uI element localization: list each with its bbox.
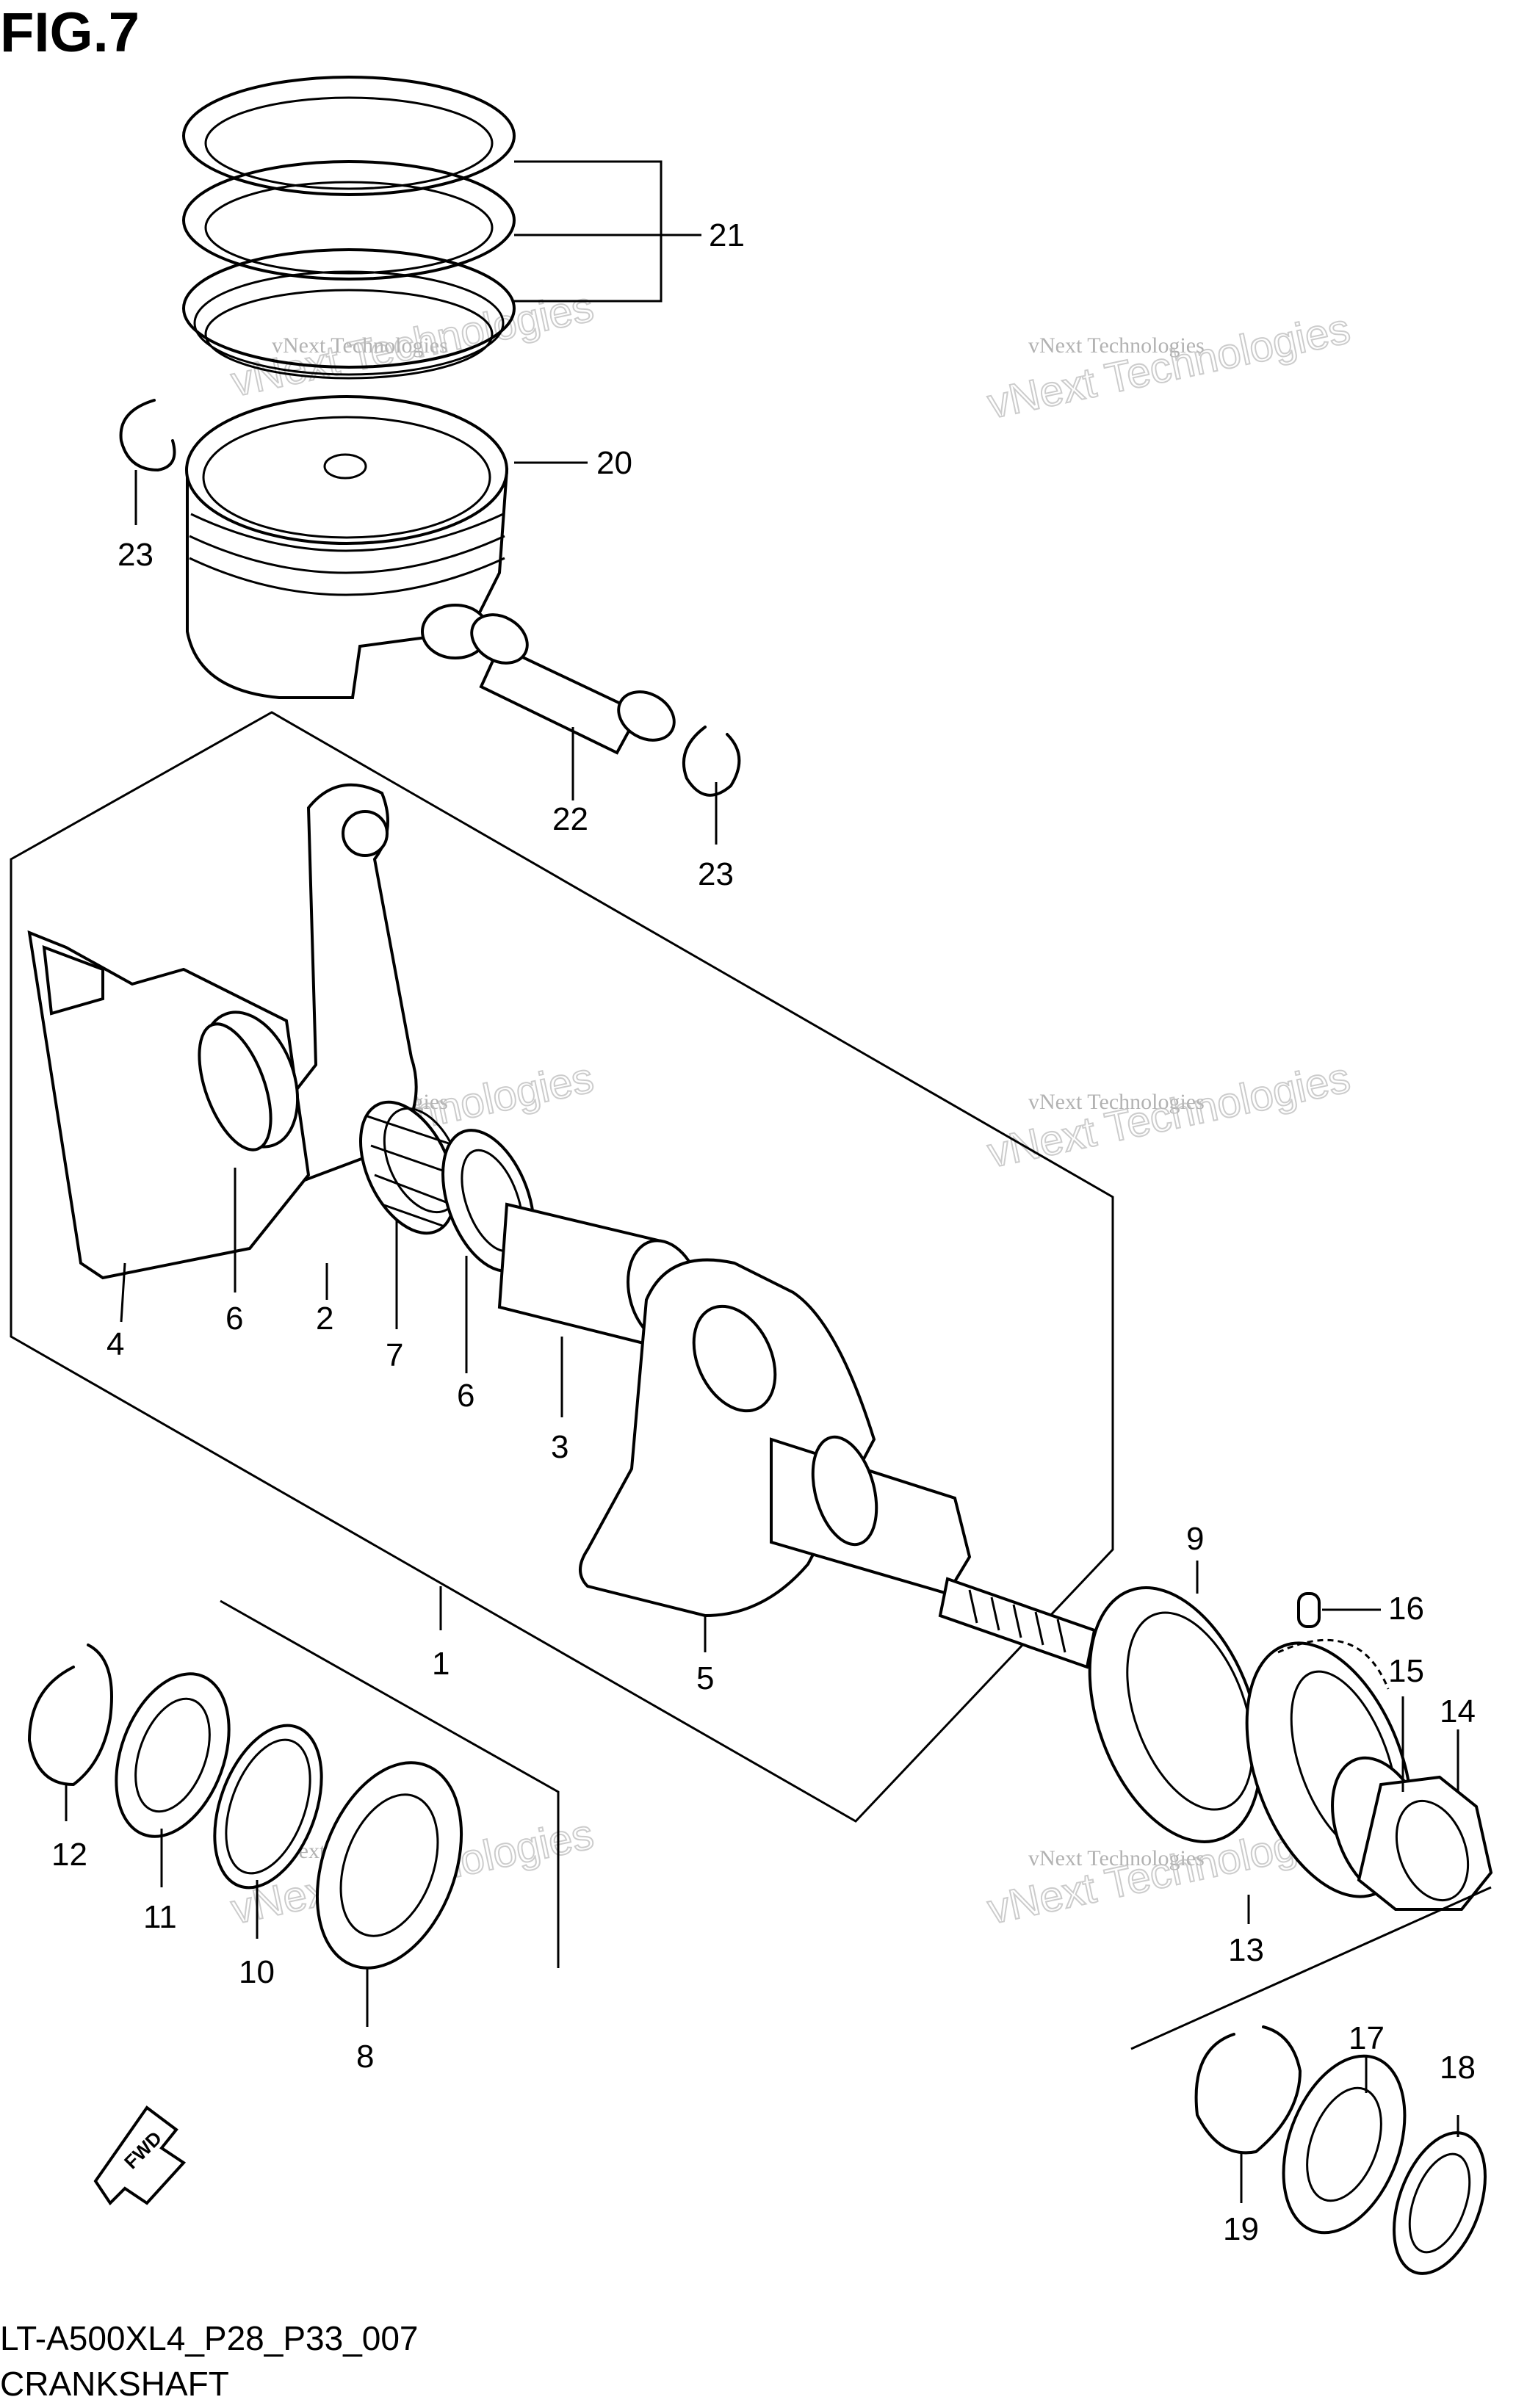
svg-text:vNext Technologies: vNext Technologies	[983, 1054, 1354, 1177]
figure-caption: CRANKSHAFT	[0, 2365, 229, 2403]
bearing-9	[1088, 1586, 1263, 1843]
watermark: vNext Technologies vNext Technologies	[983, 1053, 1354, 1178]
callout-6: 6	[225, 1301, 243, 1337]
piston-pin	[470, 613, 676, 755]
callout-22: 22	[552, 801, 588, 837]
svg-text:vNext Technologies: vNext Technologies	[1028, 333, 1205, 358]
thrust-washer-left	[198, 1022, 272, 1151]
callout-4: 4	[107, 1326, 124, 1362]
piston-rings	[182, 76, 516, 380]
callout-8: 8	[356, 2039, 374, 2075]
callout-19: 19	[1223, 2211, 1259, 2247]
svg-text:vNext Technologies: vNext Technologies	[983, 305, 1354, 428]
callout-12: 12	[51, 1837, 87, 1873]
callout-15: 15	[1388, 1653, 1424, 1689]
left-crank-web	[27, 930, 311, 1280]
bearing-circlip-left	[28, 1644, 113, 1786]
piston-pin-circlip-right	[682, 726, 741, 797]
callout-5: 5	[696, 1660, 714, 1696]
lower-right-group-outline	[1130, 1886, 1492, 2050]
piston	[185, 395, 509, 699]
nut	[1357, 1775, 1493, 1911]
callout-17: 17	[1349, 2020, 1385, 2056]
bearing-17	[1282, 2054, 1407, 2235]
callout-20: 20	[596, 445, 632, 481]
fwd-arrow: FWD	[93, 2105, 187, 2206]
callout-13: 13	[1228, 1932, 1264, 1968]
callout-18: 18	[1440, 2050, 1476, 2086]
figure-title: FIG.7	[0, 1, 140, 64]
callout-11: 11	[143, 1899, 177, 1935]
callout-3: 3	[551, 1429, 568, 1465]
bearing-8	[315, 1761, 463, 1970]
piston-pin-circlip-left	[119, 399, 176, 471]
spacer-ring	[213, 1724, 323, 1890]
callout-10: 10	[239, 1954, 275, 1990]
oil-seal-right	[1393, 2131, 1487, 2275]
leader-lines	[65, 160, 1459, 2203]
watermark: vNext Technologies vNext Technologies	[983, 304, 1354, 429]
callout-1: 1	[432, 1646, 450, 1682]
callout-2: 2	[316, 1301, 333, 1337]
callout-21: 21	[709, 217, 745, 253]
callout-6: 6	[457, 1378, 474, 1414]
bearing-circlip-right	[1194, 2025, 1302, 2155]
oil-seal-left	[115, 1672, 231, 1838]
crankshaft-assembly-outline	[10, 711, 1114, 1823]
figure-code: LT-A500XL4_P28_P33_007	[0, 2319, 419, 2357]
callout-14: 14	[1440, 1693, 1476, 1729]
key	[1297, 1592, 1321, 1628]
svg-text:vNext Technologies: vNext Technologies	[272, 333, 448, 358]
needle-bearing	[358, 1100, 462, 1235]
callout-16: 16	[1388, 1591, 1424, 1627]
callout-9: 9	[1186, 1521, 1204, 1557]
callout-23: 23	[118, 537, 154, 573]
right-crank-web	[579, 1258, 1097, 1669]
svg-text:vNext Technologies: vNext Technologies	[1028, 1846, 1205, 1870]
svg-text:vNext Technologies: vNext Technologies	[1028, 1090, 1205, 1114]
bearing-group-outline	[220, 1599, 560, 1968]
callout-7: 7	[386, 1337, 403, 1373]
callout-23: 23	[698, 856, 734, 892]
